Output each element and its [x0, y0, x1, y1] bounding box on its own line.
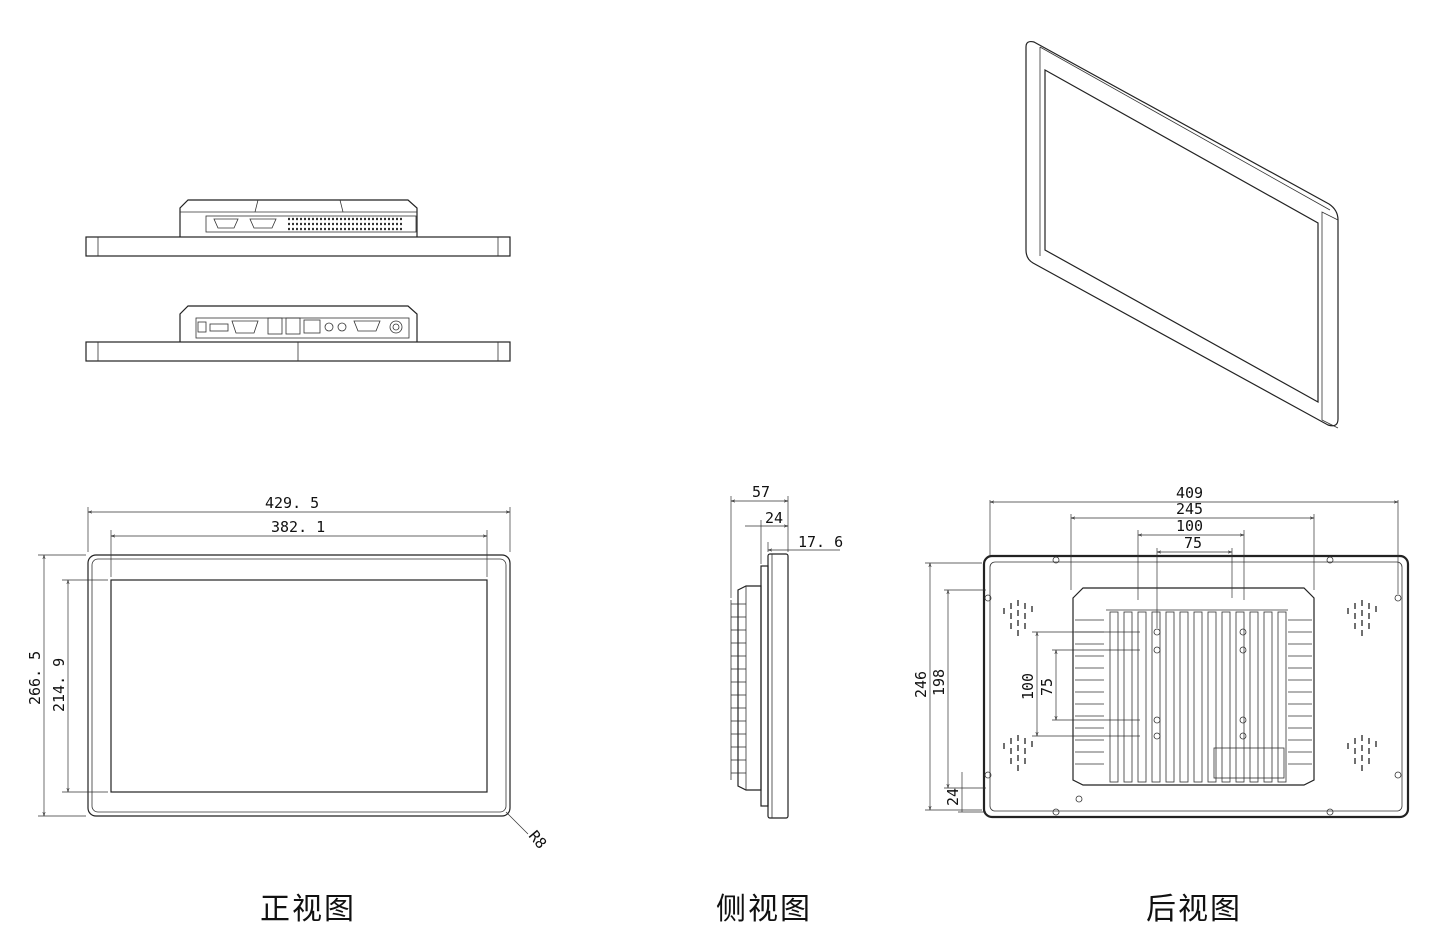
dim-rear-height: 246: [912, 671, 930, 698]
dim-front-overall-width: 429. 5: [265, 494, 319, 512]
dim-rear-hole-height: 198: [930, 669, 948, 696]
dim-rear-vesa-75: 75: [1184, 534, 1202, 552]
dim-rear-width: 409: [1176, 484, 1203, 502]
dim-rear-bottom-offset: 24: [944, 788, 962, 806]
dim-rear-vesa-100: 100: [1176, 517, 1203, 535]
side-view-label: 侧视图: [716, 892, 812, 927]
side-fins: [730, 600, 746, 780]
dim-rear-vesa-v75: 75: [1038, 678, 1056, 696]
rear-view-label: 后视图: [1146, 892, 1242, 927]
dim-side-depth-17-6: 17. 6: [798, 533, 843, 551]
rear-heatsink-fins: [1109, 611, 1287, 783]
dim-side-depth-24: 24: [765, 509, 783, 527]
speaker-grille-bottom-right: [1347, 735, 1377, 771]
top-view-lower: [85, 305, 511, 362]
front-view-label: 正视图: [260, 892, 356, 927]
dim-rear-hole-span: 245: [1176, 500, 1203, 518]
speaker-grille-top-left: [1003, 600, 1033, 636]
isometric-view: [1025, 40, 1339, 429]
side-view: [730, 496, 840, 819]
front-view: [38, 507, 529, 835]
dim-front-display-height: 214. 9: [50, 658, 68, 712]
dim-side-total-depth: 57: [752, 483, 770, 501]
speaker-grille-bottom-left: [1003, 735, 1033, 771]
dim-rear-vesa-v100: 100: [1019, 673, 1037, 700]
vent-grille-top: [288, 217, 404, 231]
speaker-grille-top-right: [1347, 600, 1377, 636]
rear-side-fins: [1075, 619, 1312, 765]
dim-front-overall-height: 266. 5: [26, 651, 44, 705]
dim-front-corner-radius: R8: [525, 827, 550, 852]
rear-view: [925, 500, 1410, 819]
top-view-upper: [85, 199, 511, 257]
dim-front-display-width: 382. 1: [271, 518, 325, 536]
